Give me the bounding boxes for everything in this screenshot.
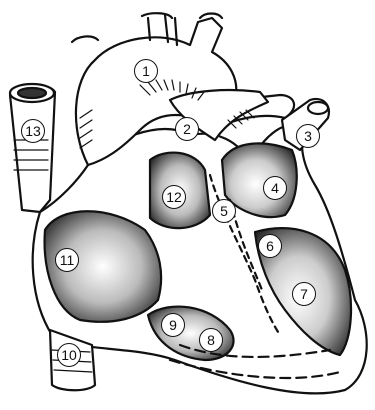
label-8: 8 [199,328,223,352]
label-7: 7 [292,282,316,306]
superior-vena-cava [10,86,55,212]
label-5: 5 [212,199,236,223]
label-10: 10 [57,343,81,367]
label-1: 1 [134,59,158,83]
label-11: 11 [55,248,79,272]
label-2: 2 [175,117,199,141]
label-3: 3 [296,124,320,148]
label-13: 13 [21,119,45,143]
label-4: 4 [263,176,287,200]
label-6: 6 [258,234,282,258]
label-12: 12 [162,185,186,209]
label-9: 9 [161,313,185,337]
